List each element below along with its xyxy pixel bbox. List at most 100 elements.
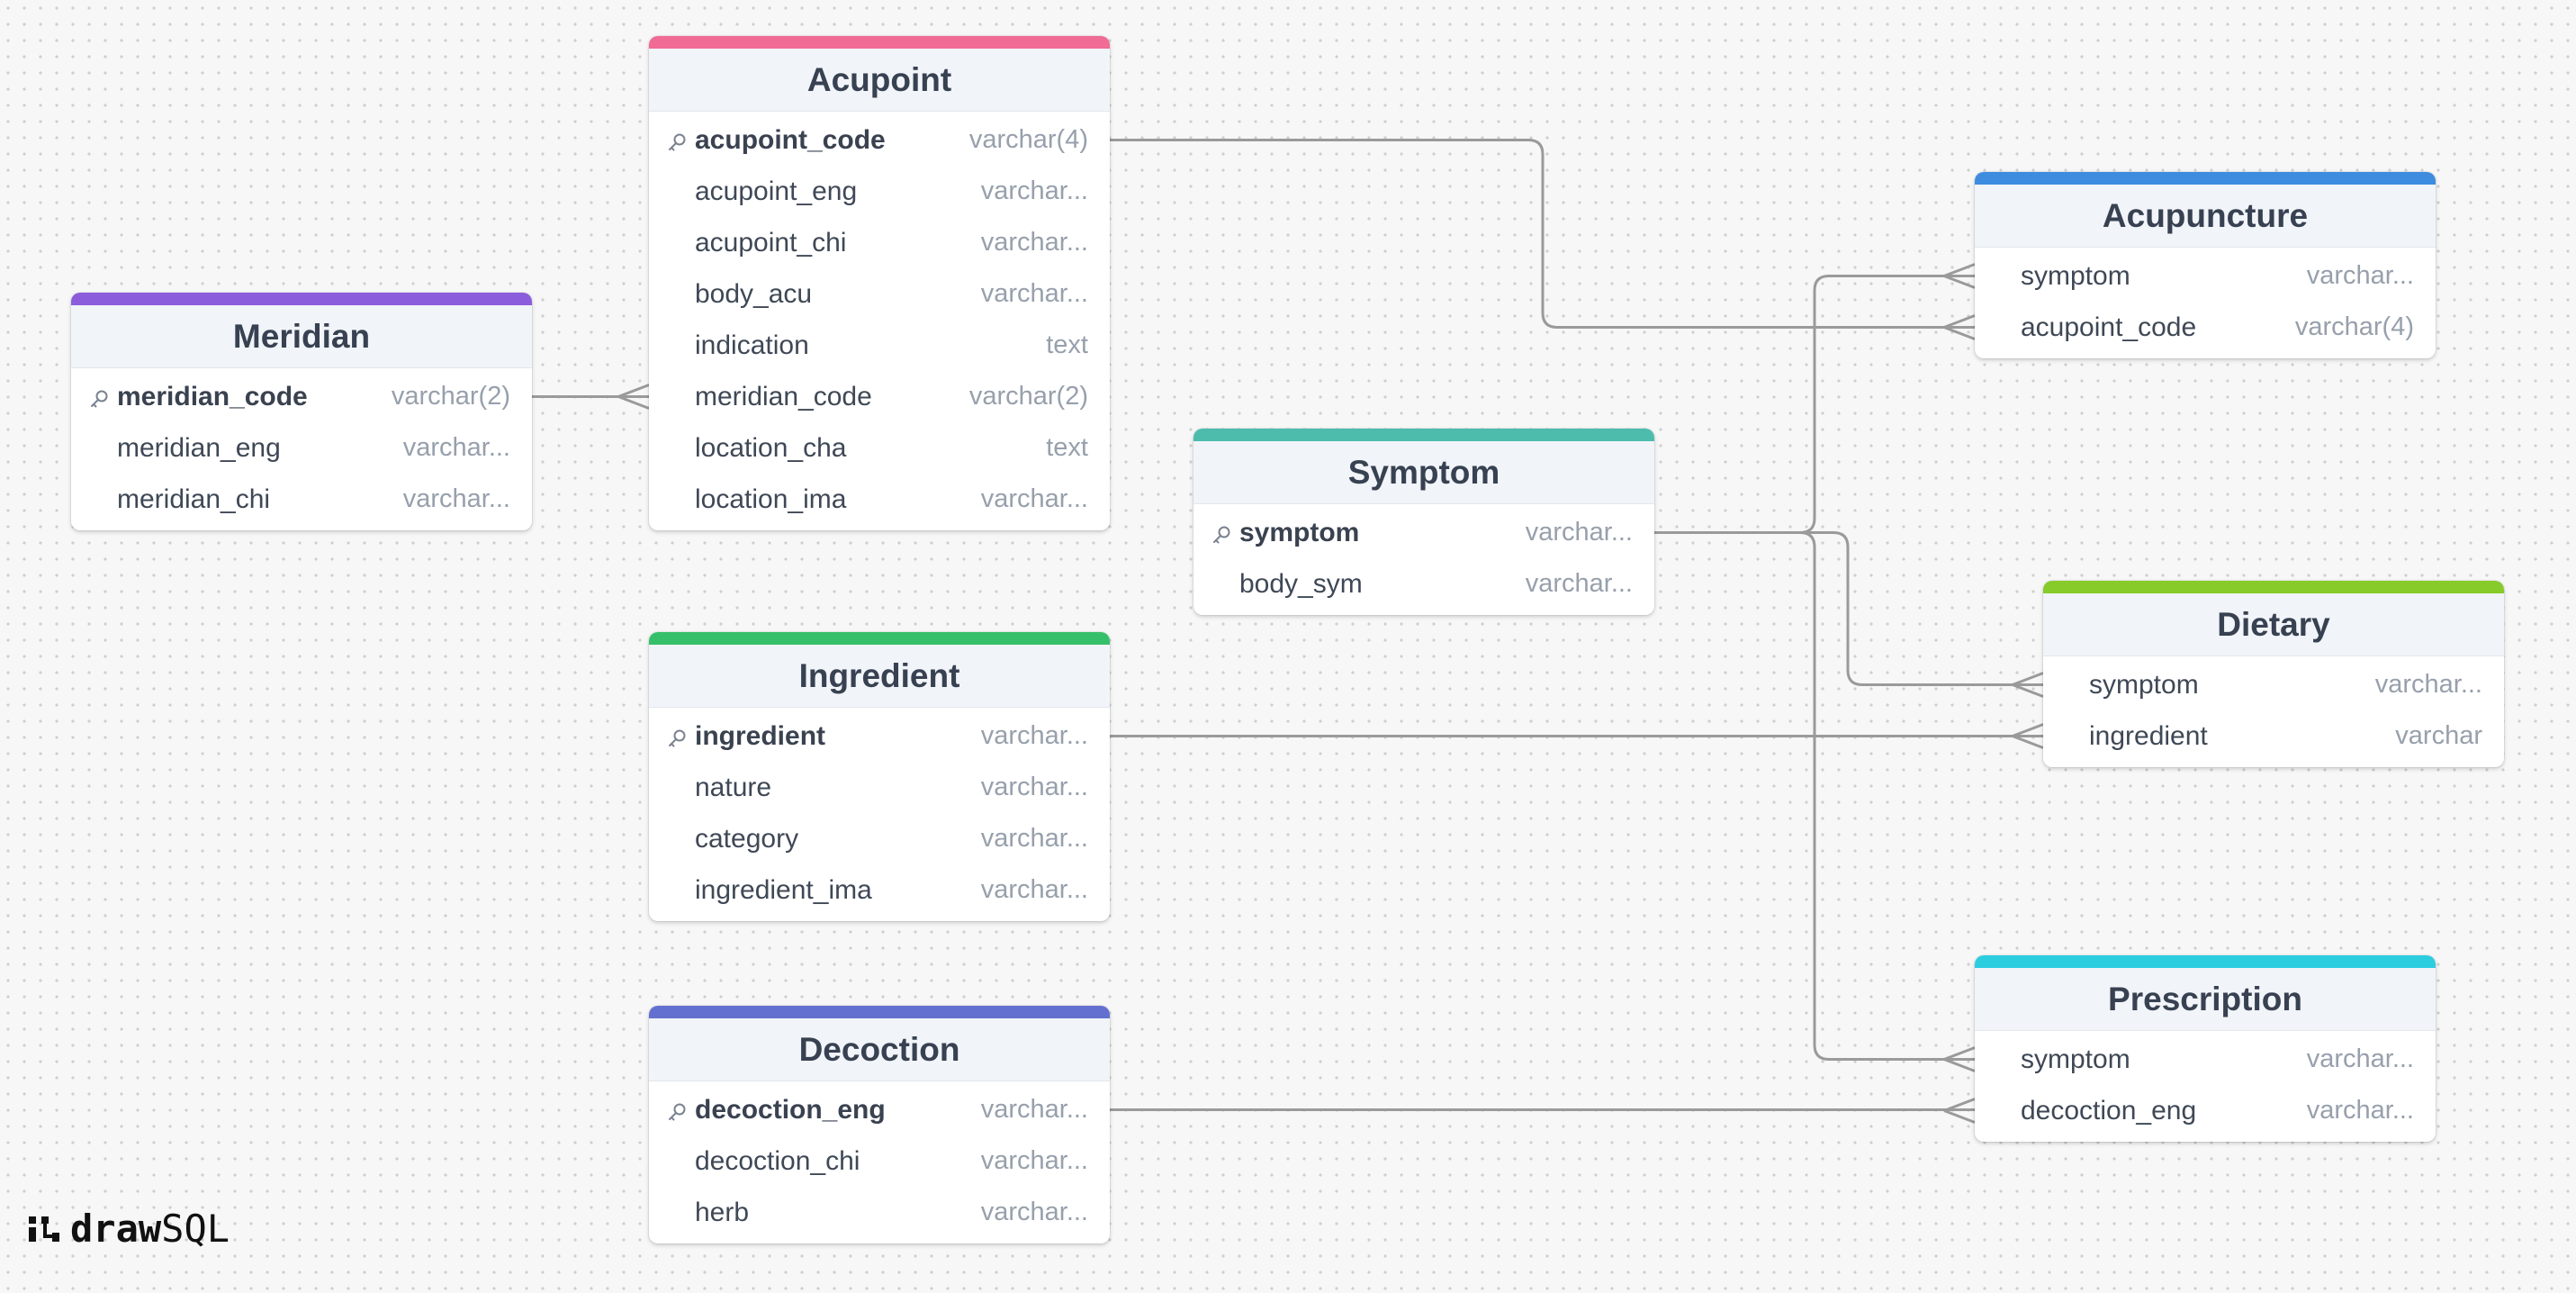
column-name: ingredient_ima [695, 874, 872, 905]
crows-foot-marker [1943, 314, 1976, 340]
table-header[interactable]: Ingredient [649, 632, 1110, 708]
relationship-line[interactable] [1110, 139, 1975, 329]
table-acupuncture[interactable]: Acupuncture symptom varchar... acupoint_cod… [1975, 172, 2436, 358]
table-columns: symptom varchar... decoction_eng varchar... [1975, 1031, 2436, 1142]
column-name: acupoint_eng [695, 176, 858, 206]
column-row[interactable]: ingredient varchar [2043, 710, 2504, 762]
column-type: varchar(2) [968, 382, 1088, 411]
relationship-line[interactable] [1654, 531, 2043, 686]
column-row[interactable]: decoction_eng varchar... [649, 1084, 1110, 1135]
column-name: symptom [2021, 260, 2130, 291]
table-title: Meridian [232, 317, 371, 355]
relationship-line[interactable] [1654, 531, 1975, 1061]
table-header[interactable]: Prescription [1975, 955, 2436, 1031]
column-row[interactable]: acupoint_eng varchar... [649, 166, 1110, 217]
column-type: varchar... [2306, 1044, 2414, 1073]
column-name: meridian_chi [117, 484, 271, 514]
column-name: symptom [2089, 669, 2199, 700]
column-type: varchar... [980, 1095, 1088, 1124]
table-header[interactable]: Dietary [2043, 581, 2504, 656]
column-type: varchar... [980, 176, 1088, 205]
column-name: body_sym [1239, 568, 1363, 599]
table-title: Symptom [1347, 453, 1500, 491]
column-row[interactable]: symptom varchar... [1975, 1034, 2436, 1085]
column-row[interactable]: location_ima varchar... [649, 474, 1110, 525]
table-title: Ingredient [798, 656, 960, 694]
column-name: body_acu [695, 278, 813, 309]
column-name: herb [695, 1197, 750, 1227]
column-type: varchar... [980, 773, 1088, 801]
column-type: varchar... [980, 1198, 1088, 1226]
column-name: meridian_eng [117, 432, 281, 463]
table-header[interactable]: Acupuncture [1975, 172, 2436, 248]
primary-key-icon [667, 728, 687, 748]
column-name: symptom [2021, 1044, 2130, 1074]
column-type: varchar... [980, 484, 1088, 513]
column-type: varchar... [2306, 261, 2414, 290]
table-title: Dietary [2217, 605, 2330, 643]
primary-key-icon [89, 389, 109, 409]
table-title: Acupoint [806, 60, 952, 98]
crows-foot-marker [1943, 1046, 1976, 1072]
column-row[interactable]: symptom varchar... [1975, 250, 2436, 302]
column-row[interactable]: decoction_eng varchar... [1975, 1085, 2436, 1136]
table-title: Prescription [2108, 980, 2302, 1017]
table-header[interactable]: Acupoint [649, 36, 1110, 112]
drawsql-logo-icon [29, 1216, 59, 1242]
column-name: ingredient [2089, 720, 2208, 751]
column-type: varchar(4) [2294, 312, 2414, 341]
relationship-line[interactable] [1654, 275, 1975, 534]
crows-foot-marker [1943, 1098, 1976, 1124]
column-name: ingredient [695, 720, 826, 751]
column-name: location_ima [695, 484, 847, 514]
column-row[interactable]: herb varchar... [649, 1187, 1110, 1238]
column-name: location_cha [695, 432, 847, 463]
primary-key-icon [667, 132, 687, 152]
table-header[interactable]: Symptom [1193, 429, 1654, 504]
column-name: decoction_eng [695, 1094, 886, 1125]
column-type: varchar... [2306, 1096, 2414, 1125]
column-type: varchar... [402, 433, 510, 462]
crows-foot-marker [617, 384, 650, 410]
table-header[interactable]: Meridian [71, 293, 532, 368]
column-name: decoction_eng [2021, 1095, 2197, 1126]
column-type: varchar(2) [391, 382, 510, 411]
table-header[interactable]: Decoction [649, 1006, 1110, 1081]
brand-name-bold: draw [70, 1207, 162, 1251]
table-title: Acupuncture [2102, 196, 2309, 234]
brand-name-light: SQL [161, 1207, 230, 1251]
crows-foot-marker [1943, 263, 1976, 289]
column-type: varchar [2395, 721, 2482, 750]
column-row[interactable]: meridian_eng varchar... [71, 422, 532, 474]
